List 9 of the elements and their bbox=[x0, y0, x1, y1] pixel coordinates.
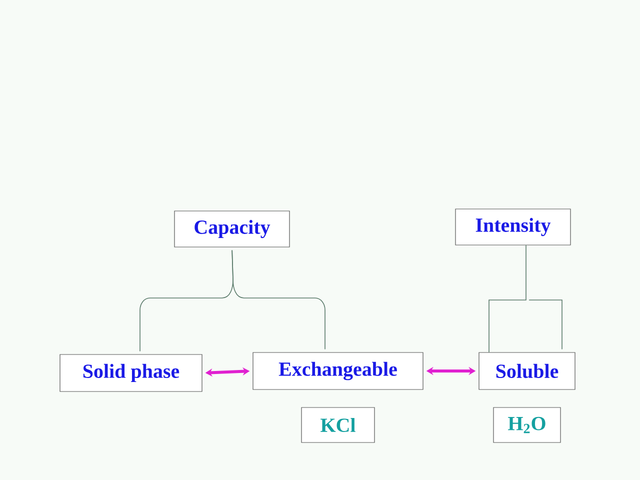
heading-box: Capacity bbox=[174, 210, 290, 248]
phase-box: Soluble bbox=[478, 352, 576, 390]
example-box: H$_{2}$O bbox=[493, 407, 561, 443]
bracket-line bbox=[488, 244, 562, 353]
example-box: KCl bbox=[301, 407, 375, 443]
phase-box: Exchangeable bbox=[252, 352, 424, 390]
heading-box: Intensity bbox=[455, 208, 571, 246]
phase-box: Solid phase bbox=[60, 354, 202, 392]
bracket-line bbox=[232, 250, 326, 350]
